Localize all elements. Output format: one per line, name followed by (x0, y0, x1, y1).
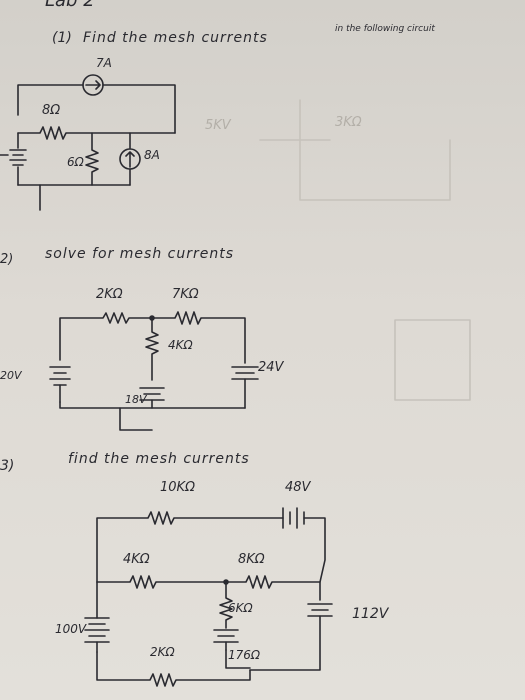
label-v-left: 20V (0, 369, 22, 382)
label-v-left: 100V (55, 622, 87, 636)
problem-instruction: solve for mesh currents (45, 246, 235, 262)
label-v-mid: 18V (125, 393, 147, 406)
label-v-top: 48V (285, 480, 311, 495)
circuit-1 (0, 74, 176, 211)
bleed-through-text: 5KV (205, 118, 231, 133)
lab-title: Lab 2 (45, 0, 95, 11)
label-resistor-mid: 6Ω (67, 155, 84, 169)
label-r-left: 4KΩ (123, 552, 150, 567)
problem-instruction: Find the mesh currents (83, 30, 268, 46)
label-v-right: 24V (258, 360, 284, 375)
label-resistor-top: 8Ω (42, 103, 61, 118)
problem-number: (1) (52, 30, 72, 46)
circuit-2 (49, 311, 259, 431)
problem-number: 2) (0, 252, 14, 267)
label-current-source-right: 8A (144, 148, 160, 162)
label-current-source-top: 7A (96, 56, 112, 70)
circuit-3 (84, 507, 333, 687)
bleed-through-text: 3KΩ (335, 115, 362, 130)
label-r-bottom: 2KΩ (150, 645, 175, 659)
bleed-through-sketch (259, 99, 471, 401)
label-r1: 2KΩ (96, 287, 123, 302)
problem-number: 3) (0, 458, 15, 474)
label-r-mid: 6KΩ (228, 601, 253, 615)
problem-instruction-tail: in the following circuit (335, 24, 435, 34)
label-r3: 4KΩ (168, 338, 193, 352)
label-r-right: 8KΩ (238, 552, 265, 567)
label-r2: 7KΩ (172, 287, 199, 302)
label-v-right: 112V (352, 606, 389, 622)
problem-instruction: find the mesh currents (68, 451, 250, 467)
label-v-mid: 176Ω (228, 648, 261, 662)
label-r-top: 10KΩ (160, 480, 196, 495)
